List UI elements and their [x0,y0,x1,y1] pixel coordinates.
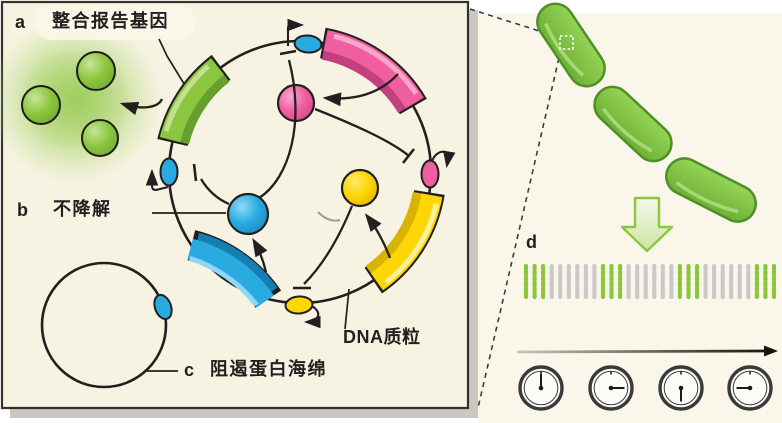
reporter-gene-arc-green [157,54,231,147]
transcription-arrows [145,18,456,329]
transcription-arrow-right [431,150,456,169]
pink-represses-right-promoter [314,107,410,157]
box-shadow [10,10,478,418]
yellow-gene-to-protein-arrow [364,213,392,259]
panel-b-label: b [17,200,28,220]
panel-d-label: d [526,232,537,252]
plasmid-label: DNA质粒 [343,327,421,347]
bacterium-cell [665,157,757,223]
promoter-blue-left [159,157,179,187]
bacterium-cell [593,85,673,163]
panel-c-title: 阻遏蛋白海绵 [210,359,327,379]
clock-2 [588,365,634,411]
transcription-arrow-top [286,18,305,46]
panel-b-title: 不降解 [53,199,112,219]
glowing-cells-cluster [0,16,163,184]
promoter-blue-top [293,34,323,54]
promoters [159,34,440,315]
blue-represses-top-promoter [258,59,297,199]
pink-gene-to-protein-arrow [322,73,399,107]
sponge-binding-site [153,293,173,321]
down-arrow-icon [620,196,674,253]
expression-arrows [119,73,399,273]
timeline-arrow-icon [516,345,778,357]
title-bubble [36,6,194,40]
phase-clocks [518,365,773,411]
green-cell [81,119,119,157]
green-cell [21,85,61,125]
swoosh-accent [317,211,341,222]
panel-a-title: 整合报告基因 [52,11,169,31]
panel-a-label: a [15,12,26,32]
repressor-protein-blue [226,192,270,236]
clock-1 [518,365,564,411]
promoter-pink-right [420,159,440,189]
sponge-plasmid [40,261,173,389]
repression-lines [192,49,416,290]
promoter-yellow-bottom [284,295,314,315]
plasmid-label-pointer-line [344,288,350,330]
repressor-protein-yellow [340,168,380,208]
blue-represses-left-promoter [200,178,230,206]
bacterium-cell [536,2,606,88]
reporter-to-cells-arrow [119,98,164,116]
kymograph [523,263,777,300]
clock-3 [658,365,704,411]
repressor-gene-arc-pink [319,27,427,115]
clock-4 [727,365,773,411]
title-pointer-line [158,38,187,88]
repressor-gene-arc-yellow [364,189,445,294]
panel-c-label: c [184,360,195,380]
yellow-represses-bottom-promoter [303,205,354,285]
blue-gene-to-protein-arrow [252,238,268,273]
repressor-gene-arc-blue [187,230,282,309]
green-cell [76,51,116,91]
zoom-region-square [559,35,574,50]
transcription-arrow-left [145,168,169,192]
transcription-arrow-bottom [303,305,321,329]
bacteria-chain [536,2,757,223]
